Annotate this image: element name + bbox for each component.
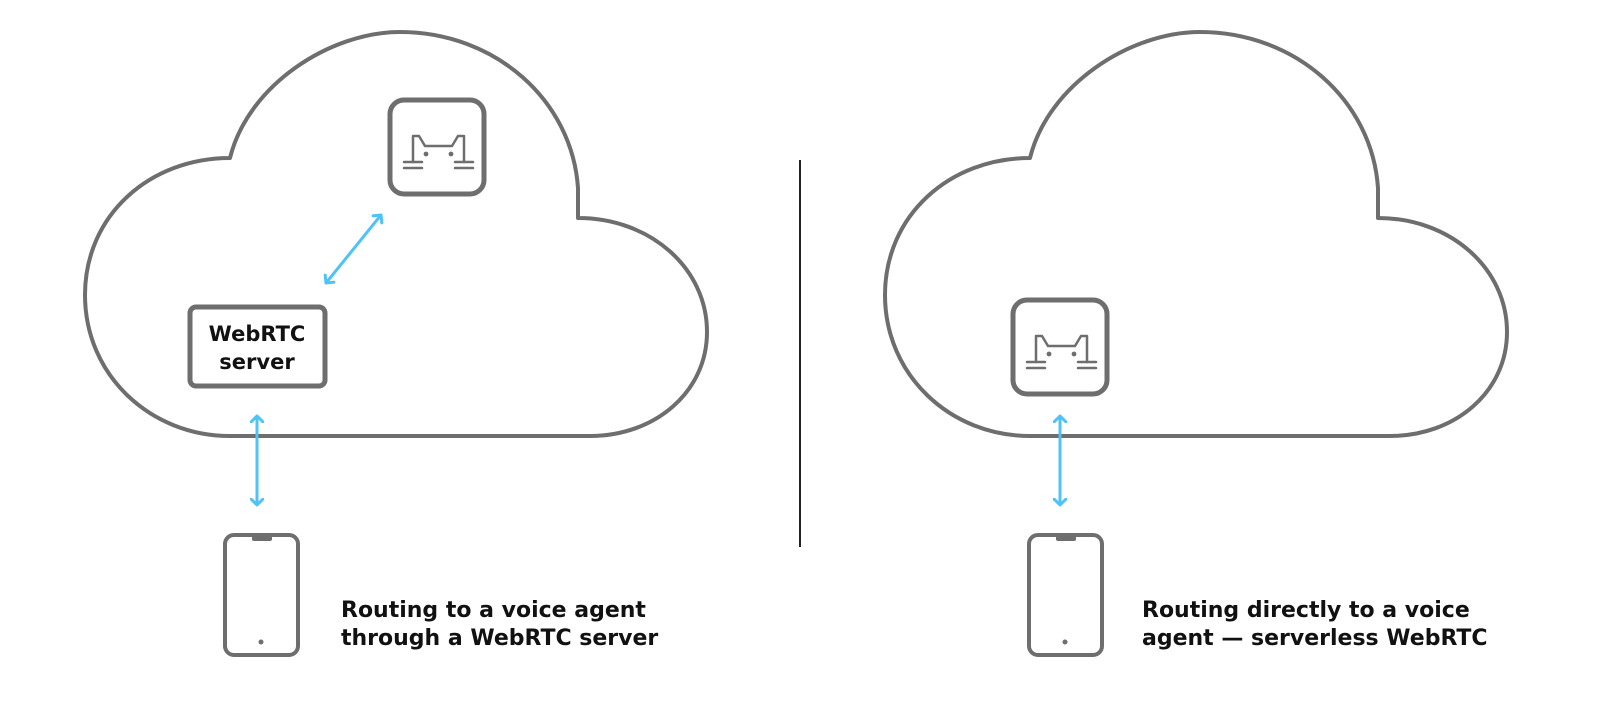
cloud-icon — [883, 30, 1509, 438]
phone-icon — [223, 533, 300, 657]
left-caption-line2: through a WebRTC server — [341, 626, 659, 651]
right-caption-line1: Routing directly to a voice — [1142, 598, 1470, 623]
right-caption: Routing directly to a voice agent — serv… — [1142, 597, 1488, 653]
cloud-icon — [83, 30, 709, 438]
left-panel: WebRTC server — [83, 30, 709, 657]
right-panel — [883, 30, 1509, 657]
left-caption: Routing to a voice agent through a WebRT… — [341, 597, 658, 653]
left-caption-line1: Routing to a voice agent — [341, 598, 646, 623]
webrtc-server-box: WebRTC server — [187, 304, 328, 389]
phone-icon — [1027, 533, 1104, 657]
right-caption-line2: agent — serverless WebRTC — [1142, 626, 1488, 651]
server-box-line2: server — [219, 350, 295, 374]
server-box-line1: WebRTC — [209, 322, 306, 346]
double-arrow-icon — [326, 215, 381, 283]
cat-agent-icon — [387, 97, 487, 197]
cat-agent-icon — [1010, 297, 1110, 397]
